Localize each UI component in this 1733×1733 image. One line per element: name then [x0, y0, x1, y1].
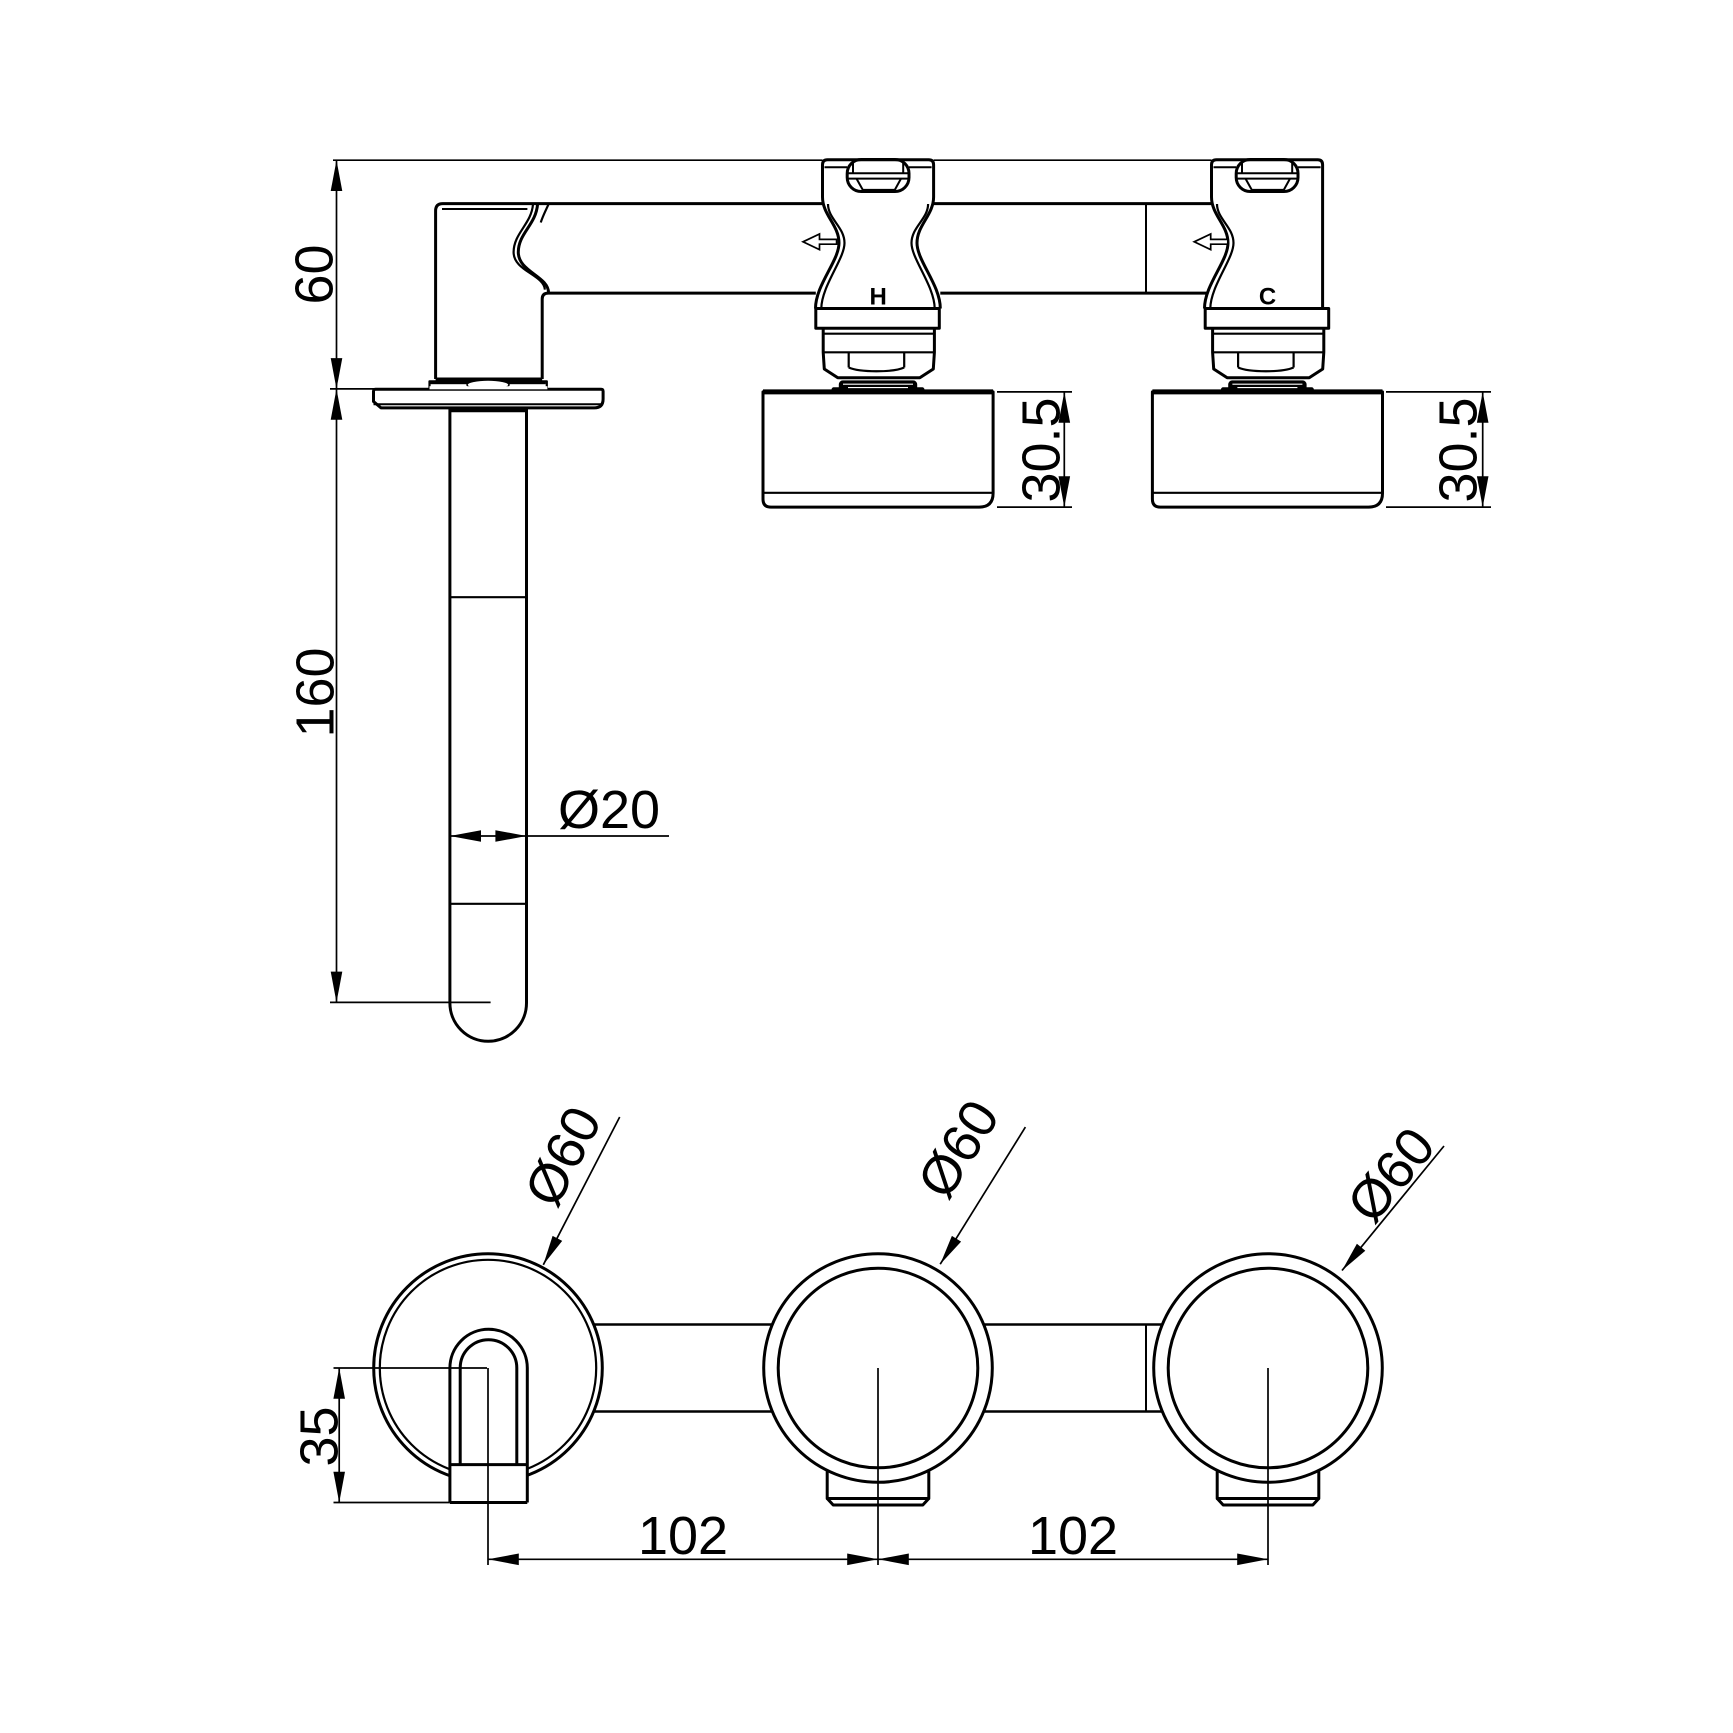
- svg-text:H: H: [870, 284, 887, 311]
- svg-text:30.5: 30.5: [1012, 397, 1072, 502]
- svg-text:35: 35: [290, 1406, 350, 1466]
- svg-text:102: 102: [638, 1506, 728, 1566]
- svg-text:C: C: [1259, 284, 1276, 311]
- svg-text:160: 160: [286, 647, 346, 737]
- svg-text:30.5: 30.5: [1429, 397, 1489, 502]
- svg-text:Ø20: Ø20: [558, 780, 660, 840]
- svg-text:102: 102: [1028, 1506, 1118, 1566]
- svg-text:60: 60: [285, 244, 345, 304]
